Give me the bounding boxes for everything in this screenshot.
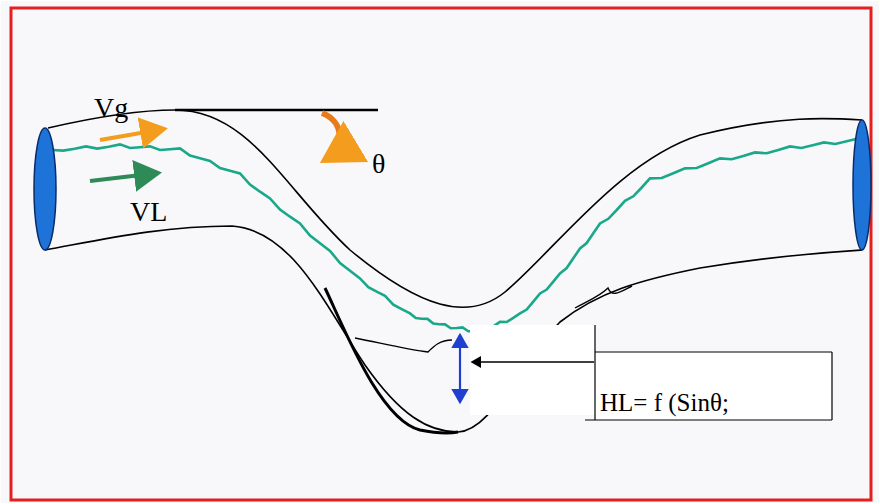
pipe-inlet	[34, 128, 56, 250]
horizontal-reference	[175, 109, 378, 112]
gas-velocity-label: Vg	[94, 94, 128, 122]
pool-bottom	[325, 288, 458, 433]
holdup-height-arrow	[459, 335, 461, 368]
pool-surface-right	[575, 286, 632, 308]
pipe-outlet	[853, 120, 871, 250]
frame	[11, 8, 871, 500]
liquid-velocity-arrow	[90, 173, 158, 181]
callout-bracket	[594, 325, 595, 420]
callout-bracket	[585, 419, 832, 420]
pool-surface	[355, 338, 452, 352]
angle-arrow	[322, 113, 340, 160]
liquid-velocity-label: VL	[130, 198, 167, 226]
callout-bracket	[595, 351, 832, 352]
leader-arrow	[472, 361, 594, 363]
holdup-height-arrow	[459, 368, 461, 402]
pipe-top-wall	[48, 110, 862, 307]
angle-label: θ	[372, 150, 385, 178]
holdup-formula: HL= f (Sinθ;	[600, 390, 729, 415]
callout-patch	[595, 352, 832, 420]
callout-bracket	[831, 352, 832, 420]
gas-velocity-arrow	[100, 129, 164, 140]
gas-liquid-interface	[52, 138, 858, 331]
callout-patch	[470, 325, 595, 415]
